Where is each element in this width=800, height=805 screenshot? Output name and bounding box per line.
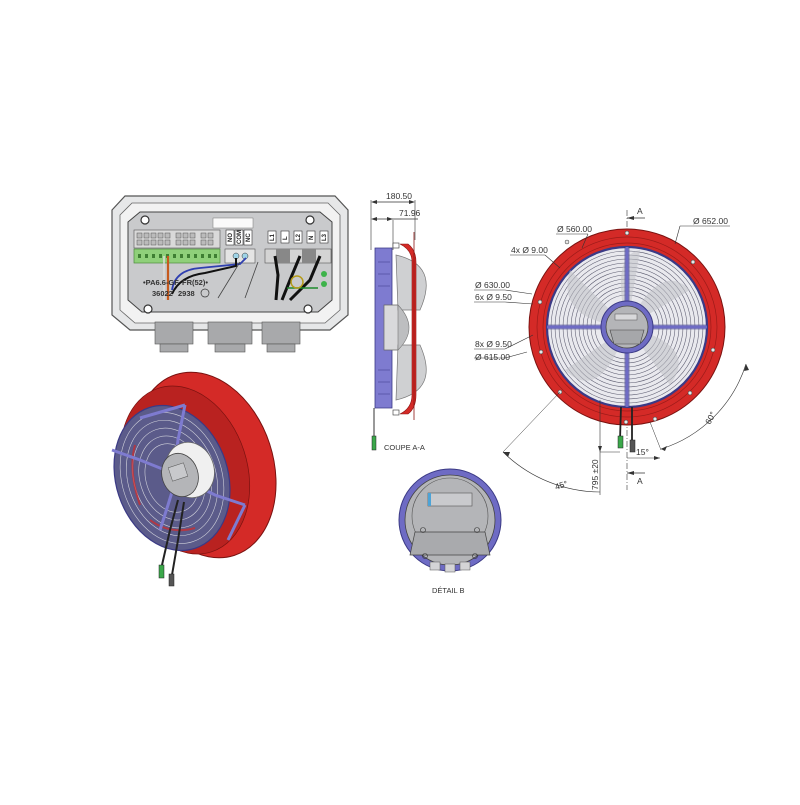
- angle-60: 60°: [703, 410, 718, 426]
- svg-text:NC: NC: [246, 233, 252, 242]
- svg-text:N: N: [309, 236, 315, 240]
- svg-text:2938: 2938: [178, 289, 195, 298]
- svg-text:L3: L3: [322, 233, 328, 241]
- angle-45: 45°: [554, 478, 569, 491]
- dim-cable-length: 795 ±20: [590, 459, 600, 490]
- section-marker-top: A: [637, 206, 643, 216]
- dim-holes-6x: 6x Ø 9.50: [475, 292, 512, 302]
- dim-depth: 71.96: [399, 208, 421, 218]
- dim-d560: Ø 560.00: [557, 224, 592, 234]
- svg-text:FR(52)•: FR(52)•: [182, 278, 208, 287]
- svg-text:NO: NO: [228, 233, 234, 242]
- dim-holes-4x: 4x Ø 9.00: [511, 245, 548, 255]
- terminal-box-view: NO COM NC L1 L L2 N L3: [111, 195, 349, 353]
- section-title: COUPE A-A: [384, 443, 425, 452]
- svg-text:•PA6.6-GF: •PA6.6-GF: [143, 278, 179, 287]
- detail-b-view: DÉTAIL B: [398, 468, 502, 595]
- svg-text:36022: 36022: [152, 289, 173, 298]
- relay-terminal-labels: NO COM NC: [225, 229, 253, 246]
- angle-15: 15°: [636, 447, 649, 457]
- svg-text:COM: COM: [237, 230, 243, 244]
- svg-text:L2: L2: [296, 233, 302, 241]
- dim-d652: Ø 652.00: [693, 216, 728, 226]
- svg-text:L: L: [283, 236, 289, 240]
- dim-overall-depth: 180.50: [386, 191, 412, 201]
- dim-d615: Ø 615.00: [475, 352, 510, 362]
- dim-d630: Ø 630.00: [475, 280, 510, 290]
- isometric-view: [111, 371, 277, 587]
- section-view-a-a: 180.50 71.96 COUPE A-A: [370, 191, 427, 452]
- svg-text:L1: L1: [270, 233, 276, 241]
- power-terminal-labels: L1 L L2 N L3: [267, 230, 329, 244]
- detail-title: DÉTAIL B: [432, 586, 465, 595]
- front-view: A A: [474, 206, 749, 495]
- material-label: •PA6.6-GF FR(52)• 36022 2938: [143, 278, 210, 298]
- dim-holes-8x: 8x Ø 9.50: [475, 339, 512, 349]
- section-marker-bottom: A: [637, 476, 643, 486]
